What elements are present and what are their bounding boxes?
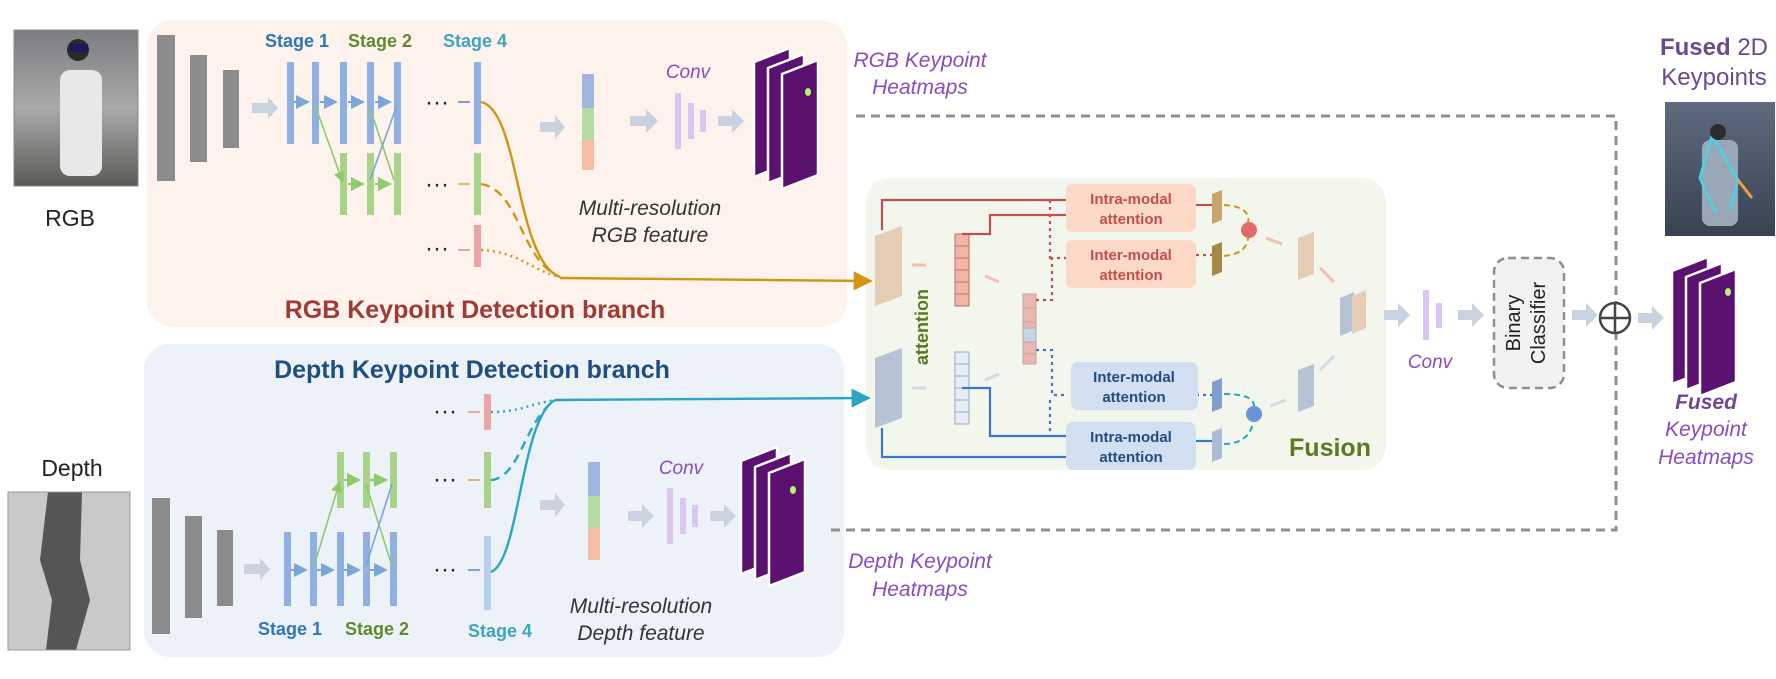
rgb-inter-label-1: Inter-modal <box>1090 247 1172 264</box>
fusion-arrow-depth-out <box>1269 398 1287 408</box>
depth-feature-arrow <box>540 493 565 517</box>
depth-merge-arrows <box>490 388 871 574</box>
rgb-intra-label-2: attention <box>1099 211 1162 228</box>
fusion-arrow-mix-1 <box>984 274 1000 284</box>
rgb-conv-arrow-in <box>630 109 658 133</box>
depth-inter-label-2: attention <box>1102 389 1165 406</box>
rgb-feature-label-1: Multi-resolution <box>579 197 721 220</box>
fusion-combine-nodes <box>1223 204 1262 445</box>
rgb-conv-block <box>675 93 706 149</box>
depth-branch-panel <box>144 344 844 657</box>
depth-ellipsis-2: ··· <box>433 466 457 493</box>
rgb-stage-blocks <box>287 62 481 267</box>
fusion-arrow-rgb-out <box>1265 236 1283 246</box>
depth-stage2-label: Stage 2 <box>345 619 409 639</box>
depth-stage4-label: Stage 4 <box>468 621 532 641</box>
depth-stage1-label: Stage 1 <box>258 619 322 639</box>
rgb-heatmaps-label-2: Heatmaps <box>872 76 968 99</box>
depth-conv-block <box>667 488 698 544</box>
rgb-stage2-label: Stage 2 <box>348 31 412 51</box>
fusion-rgb-column <box>954 233 970 307</box>
binary-classifier-box <box>1492 256 1566 390</box>
fusion-attention-label: attention <box>912 289 932 365</box>
rgb-input-label: RGB <box>45 205 95 231</box>
fusion-rgb-lines <box>880 198 1212 302</box>
depth-conv-label: Conv <box>659 458 705 479</box>
output-arrow-4 <box>1638 306 1664 330</box>
fusion-plus-node <box>1598 301 1632 335</box>
fusion-attention-outputs <box>1212 190 1222 462</box>
fused-keypoints-title-1: Fused 2D <box>1660 34 1768 61</box>
depth-input-image <box>7 491 131 651</box>
fused-keypoints-image <box>1665 102 1775 236</box>
binary-classifier-label-2: Classifier <box>1528 282 1550 365</box>
rgb-branch-title: RGB Keypoint Detection branch <box>285 296 666 324</box>
depth-input-label: Depth <box>41 455 102 481</box>
output-conv-block <box>1423 290 1442 340</box>
fusion-panel <box>866 178 1386 470</box>
rgb-input-image <box>13 29 139 187</box>
rgb-inter-attention-box <box>1066 240 1196 288</box>
fusion-arrow-mix-2 <box>984 372 1000 382</box>
rgb-intra-label-1: Intra-modal <box>1090 191 1172 208</box>
binary-classifier-label-1: Binary <box>1503 295 1525 352</box>
output-conv-label: Conv <box>1408 352 1454 373</box>
fusion-arrow-final-1 <box>1318 266 1336 284</box>
depth-heatmaps-label-1: Depth Keypoint <box>848 550 993 573</box>
depth-conv-arrow-out <box>710 504 736 528</box>
rgb-feature-stack <box>582 74 594 170</box>
depth-intra-label-1: Intra-modal <box>1090 429 1172 446</box>
depth-ellipsis-1: ··· <box>433 398 457 425</box>
rgb-merge-arrows <box>480 100 873 291</box>
fusion-depth-lines <box>880 348 1212 459</box>
rgb-feature-arrow <box>540 115 565 139</box>
depth-conv-arrow-in <box>628 504 654 528</box>
depth-feature-label-1: Multi-resolution <box>570 595 712 618</box>
fused-heatmaps-label-1: Fused <box>1675 391 1738 414</box>
depth-ellipsis-3: ··· <box>433 556 457 583</box>
depth-intra-label-2: attention <box>1099 449 1162 466</box>
rgb-intra-attention-box <box>1066 184 1196 232</box>
fusion-arrow-final-2 <box>1318 354 1336 372</box>
fused-heatmaps-label-3: Heatmaps <box>1658 446 1754 469</box>
fusion-output-blocks <box>1298 232 1366 412</box>
rgb-ellipsis-2: ··· <box>425 171 449 198</box>
depth-heatmaps <box>739 445 807 588</box>
depth-heatmaps-label-2: Heatmaps <box>872 578 968 601</box>
depth-intra-attention-box <box>1066 422 1196 470</box>
output-arrow-2 <box>1458 303 1484 327</box>
depth-feature-stack <box>588 462 600 560</box>
rgb-backbone <box>157 35 278 181</box>
rgb-stage4-label: Stage 4 <box>443 31 507 51</box>
depth-backbone <box>152 498 270 634</box>
rgb-conv-label: Conv <box>666 62 712 83</box>
rgb-stage1-label: Stage 1 <box>265 31 329 51</box>
rgb-feature-label-2: RGB feature <box>592 224 709 247</box>
fused-heatmaps-label-2: Keypoint <box>1665 418 1748 441</box>
depth-stage-blocks <box>284 394 491 610</box>
rgb-ellipsis-1: ··· <box>425 89 449 116</box>
rgb-inter-label-2: attention <box>1099 267 1162 284</box>
rgb-heatmaps-label-1: RGB Keypoint <box>853 49 987 72</box>
depth-inter-attention-box <box>1071 362 1198 410</box>
rgb-ellipsis-3: ··· <box>425 235 449 262</box>
fusion-input-blocks <box>875 226 902 428</box>
fused-heatmaps <box>1670 255 1738 398</box>
rgb-conv-arrow-out <box>718 109 744 133</box>
fused-keypoints-title-2: Keypoints <box>1661 64 1766 91</box>
depth-inter-label-1: Inter-modal <box>1093 369 1175 386</box>
depth-feature-label-2: Depth feature <box>577 622 704 645</box>
depth-branch-title: Depth Keypoint Detection branch <box>274 356 670 384</box>
output-arrow-1 <box>1384 303 1410 327</box>
output-arrow-3 <box>1572 303 1598 327</box>
fusion-mixed-column <box>1022 293 1037 365</box>
rgb-heatmaps <box>752 46 820 191</box>
fusion-title: Fusion <box>1289 434 1371 462</box>
rgb-branch-panel <box>147 20 847 327</box>
